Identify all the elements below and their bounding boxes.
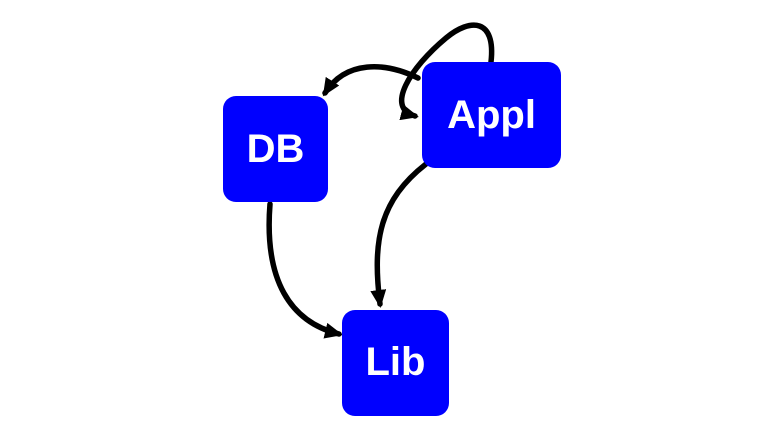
- node-db-box: [223, 96, 328, 202]
- node-appl[interactable]: Appl: [422, 62, 561, 168]
- node-db[interactable]: DB: [223, 96, 328, 202]
- edge-db-to-lib: [266, 201, 343, 339]
- node-lib-box: [342, 310, 449, 416]
- edge-appl-to-db: [322, 64, 421, 97]
- node-appl-label: Appl: [447, 93, 536, 137]
- node-lib-label: Lib: [366, 340, 426, 384]
- node-lib[interactable]: Lib: [342, 310, 449, 416]
- edges-group: [266, 22, 495, 339]
- edge-appl-self-loop: [398, 22, 495, 121]
- edge-appl-to-lib: [370, 161, 429, 308]
- node-db-label: DB: [247, 127, 305, 171]
- node-appl-box: [422, 62, 561, 168]
